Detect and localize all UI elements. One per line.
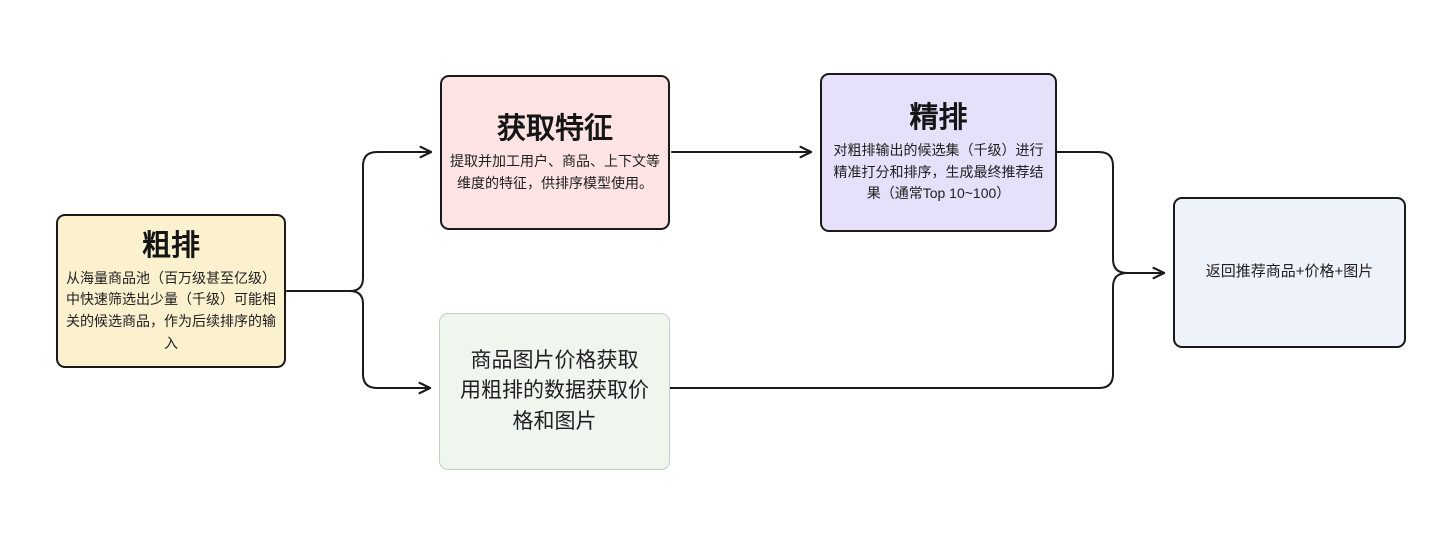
node-product-image-price[interactable]: 商品图片价格获取 用粗排的数据获取价格和图片 — [439, 313, 670, 470]
node-return-result-title: 返回推荐商品+价格+图片 — [1205, 263, 1374, 281]
node-return-result[interactable]: 返回推荐商品+价格+图片 — [1173, 197, 1406, 348]
node-fine-rank-title: 精排 — [909, 101, 968, 134]
connector-imgprice-to-result — [669, 272, 1151, 389]
node-get-features[interactable]: 获取特征 提取并加工用户、商品、上下文等维度的特征，供排序模型使用。 — [440, 75, 670, 230]
node-coarse-rank-title: 粗排 — [141, 229, 200, 262]
connector-coarse-to-imgprice — [286, 290, 432, 395]
node-coarse-rank-body: 从海量商品池（百万级甚至亿级）中快速筛选出少量（千级）可能相关的候选商品，作为后… — [66, 269, 276, 351]
node-coarse-rank[interactable]: 粗排 从海量商品池（百万级甚至亿级）中快速筛选出少量（千级）可能相关的候选商品，… — [56, 214, 286, 368]
node-get-features-title: 获取特征 — [496, 112, 613, 145]
node-get-features-body: 提取并加工用户、商品、上下文等维度的特征，供排序模型使用。 — [450, 152, 660, 191]
connector-fine-to-result — [1056, 151, 1166, 280]
node-product-image-price-body: 用粗排的数据获取价格和图片 — [460, 379, 649, 433]
node-fine-rank[interactable]: 精排 对粗排输出的候选集（千级）进行精准打分和排序，生成最终推荐结果（通常Top… — [820, 73, 1057, 232]
connector-coarse-to-features — [286, 145, 433, 292]
node-product-image-price-title: 商品图片价格获取 — [470, 348, 639, 372]
node-fine-rank-body: 对粗排输出的候选集（千级）进行精准打分和排序，生成最终推荐结果（通常Top 10… — [833, 142, 1044, 202]
